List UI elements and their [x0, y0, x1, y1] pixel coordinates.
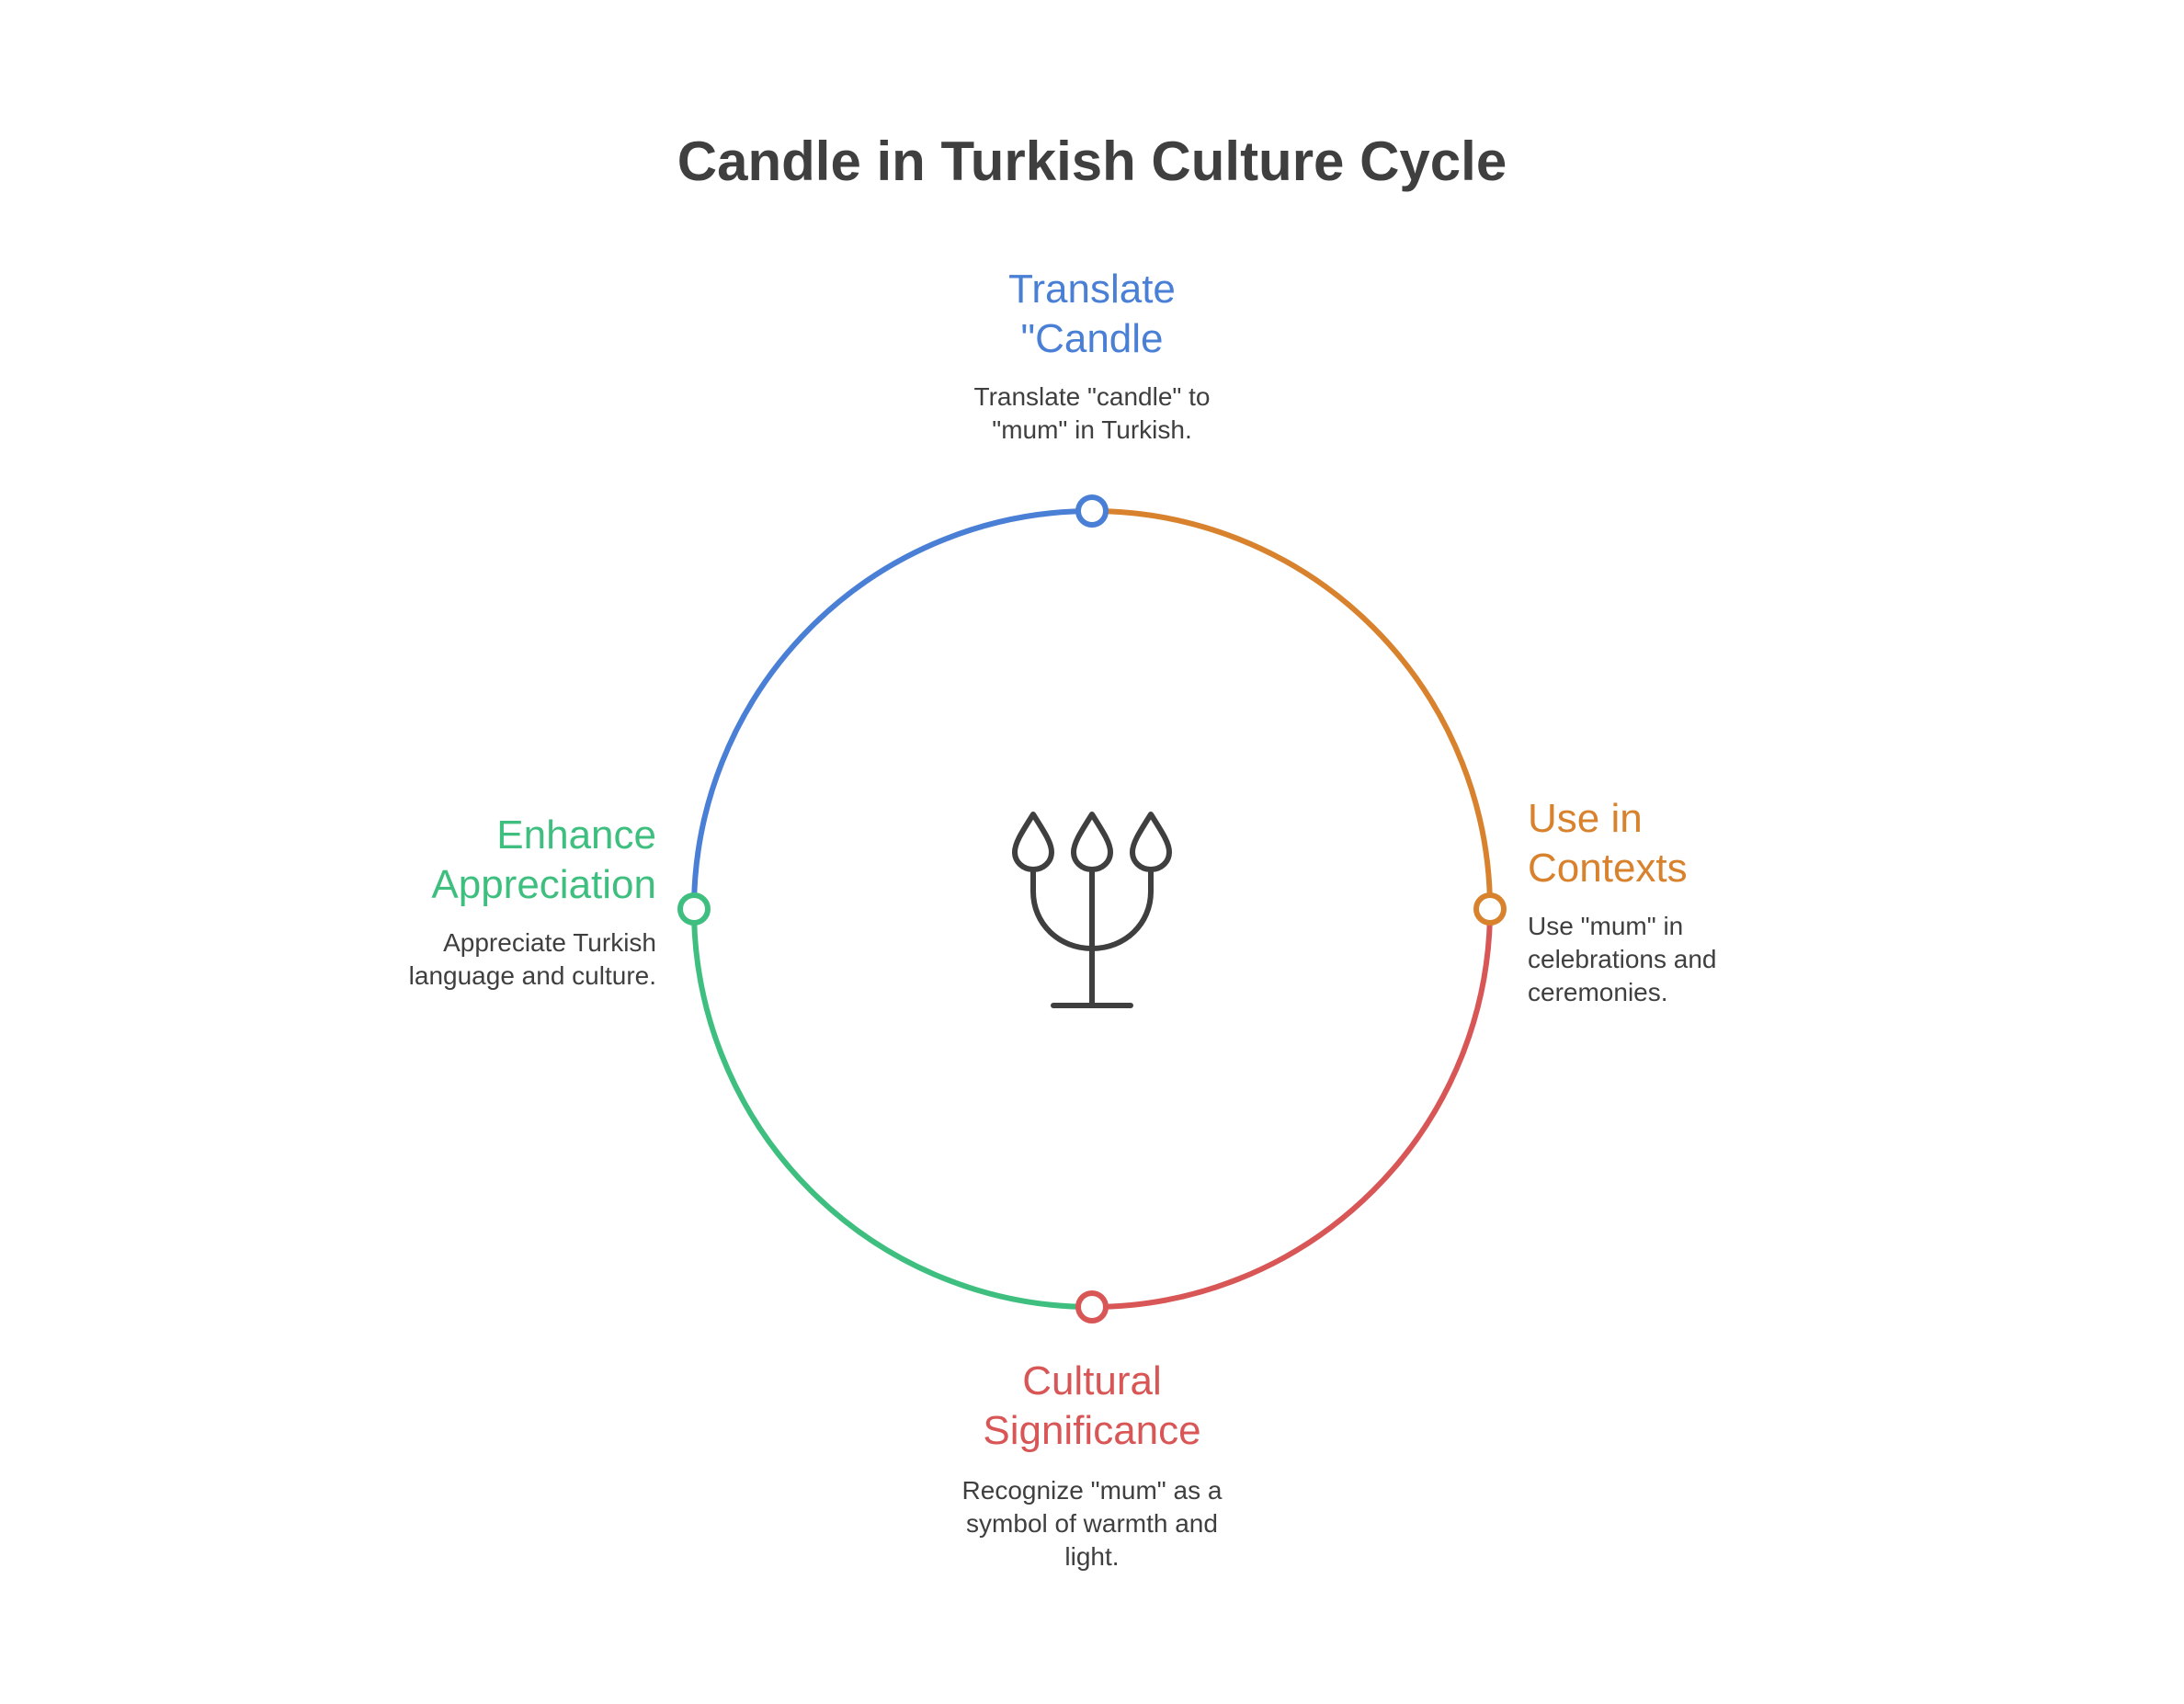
cycle-arc-significance-to-appreciation — [691, 908, 1093, 1310]
step-description-use-in-contexts: Use "mum" in celebrations and ceremonies… — [1528, 912, 1717, 1006]
step-description-cultural-significance: Recognize "mum" as a symbol of warmth an… — [961, 1476, 1223, 1571]
step-title-enhance-appreciation: Enhance Appreciation — [431, 812, 656, 907]
node-translate — [1075, 494, 1109, 528]
node-use-in-contexts — [1473, 892, 1507, 926]
step-title-use-in-contexts: Use in Contexts — [1528, 796, 1688, 891]
step-description-translate: Translate "candle" to "mum" in Turkish. — [973, 382, 1211, 444]
page-title: Candle in Turkish Culture Cycle — [677, 131, 1507, 192]
step-description-enhance-appreciation: Appreciate Turkish language and culture. — [408, 928, 656, 990]
node-cultural-significance — [1075, 1290, 1109, 1323]
cycle-arc-appreciation-to-translate — [691, 508, 1093, 910]
candelabra-icon — [1012, 812, 1172, 1008]
node-enhance-appreciation — [677, 892, 711, 926]
step-title-translate: Translate "Candle — [1008, 267, 1176, 361]
step-title-cultural-significance: Cultural Significance — [983, 1358, 1201, 1453]
cycle-arc-translate-to-use — [1091, 508, 1493, 910]
cycle-arc-use-to-significance — [1091, 908, 1493, 1310]
